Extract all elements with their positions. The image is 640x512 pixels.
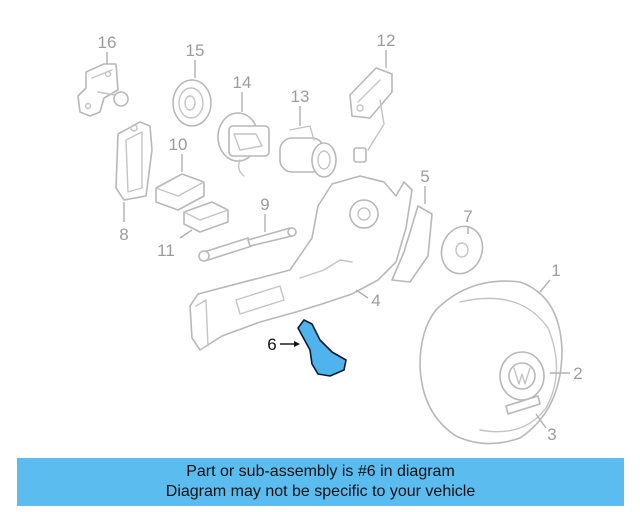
part-11-block <box>183 201 229 233</box>
part-14-actuator <box>217 112 270 177</box>
callout-5: 5 <box>420 167 429 186</box>
parts-diagram: 16 15 14 13 12 10 8 11 9 4 5 7 1 2 3 6 <box>77 31 583 445</box>
callout-13: 13 <box>291 87 310 106</box>
callout-16: 16 <box>98 33 117 52</box>
part-16-hinge <box>77 63 129 117</box>
callout-14: 14 <box>233 73 252 92</box>
leader-lines <box>106 50 570 429</box>
part-9-strut <box>198 227 297 262</box>
callout-7: 7 <box>463 207 472 226</box>
info-banner: Part or sub-assembly is #6 in diagram Di… <box>17 458 624 506</box>
callout-8: 8 <box>119 225 128 244</box>
part-4-carrier-arm <box>189 175 413 351</box>
part-12-bracket <box>349 67 393 163</box>
banner-line-part: Part or sub-assembly is #6 in diagram <box>186 463 455 480</box>
callout-6: 6 <box>267 335 276 354</box>
callout-labels: 16 15 14 13 12 10 8 11 9 4 5 7 1 2 3 6 <box>98 31 583 444</box>
callout-3: 3 <box>547 425 556 444</box>
part-6-highlighted[interactable] <box>297 319 347 377</box>
part-15-cap <box>172 79 212 127</box>
part-13-motor <box>279 125 337 178</box>
part-5-cover <box>391 205 433 283</box>
callout-4: 4 <box>371 291 380 310</box>
callout-11: 11 <box>157 241 175 260</box>
part-3-handle <box>505 395 541 415</box>
callout-9: 9 <box>260 195 269 214</box>
callout-12: 12 <box>377 31 396 50</box>
banner-line-disclaimer: Diagram may not be specific to your vehi… <box>165 483 476 500</box>
part-8-bracket <box>115 121 153 201</box>
part-1-spare-wheel <box>419 280 563 445</box>
callout-10: 10 <box>169 135 188 154</box>
callout-1: 1 <box>551 261 560 280</box>
part-10-block <box>155 173 205 211</box>
part-7-disc <box>440 225 484 275</box>
callout-2: 2 <box>573 364 582 383</box>
callout-15: 15 <box>186 41 205 60</box>
